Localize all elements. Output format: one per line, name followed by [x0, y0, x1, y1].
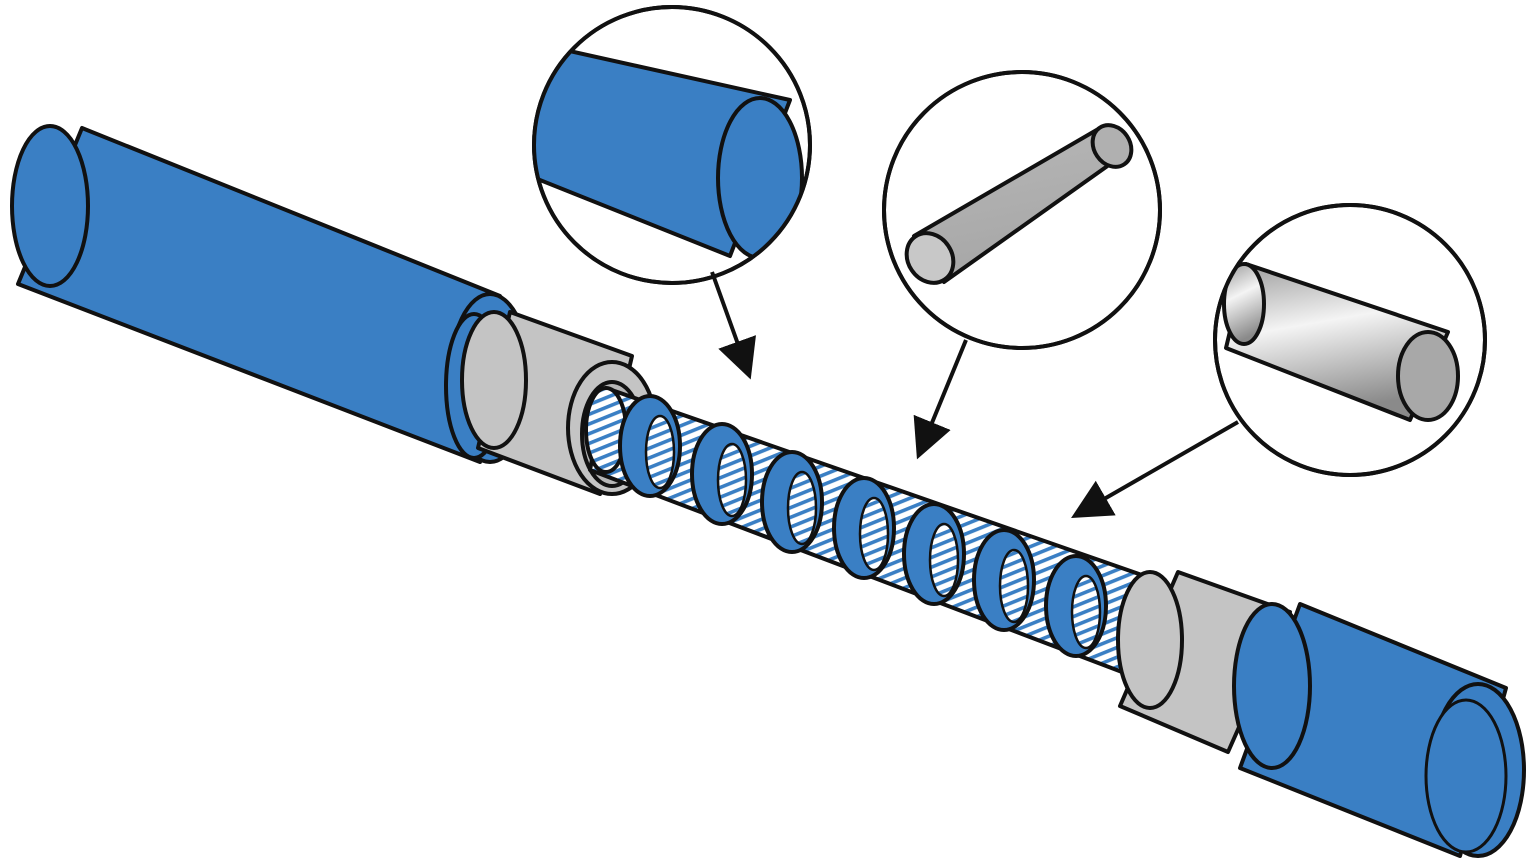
wrap-ring: [832, 476, 896, 580]
metal-rod-near-end: [1396, 330, 1460, 422]
right-outer-jacket: [1232, 602, 1526, 858]
callout-gray-rod-detail: [882, 70, 1162, 460]
gray-rod-near-end: [904, 231, 956, 285]
jacket-detail-end: [716, 96, 804, 260]
wrap-ring: [760, 450, 824, 554]
wrap-ring: [1044, 554, 1108, 658]
gray-rod-arrow: [913, 339, 968, 460]
metal-rod-far-end: [1222, 262, 1266, 346]
cable: [10, 124, 1526, 858]
wrap-rings: [618, 394, 1108, 658]
jacket-detail-arrow: [710, 271, 756, 380]
metal-rod-arrow: [1071, 420, 1239, 518]
callout-jacket-detail: [532, 5, 812, 380]
wrap-ring: [690, 422, 754, 526]
left-outer-jacket: [10, 124, 532, 464]
wrap-ring: [902, 502, 966, 606]
wrap-ring: [618, 394, 682, 498]
callout-metal-rod-detail: [1071, 203, 1487, 518]
wrap-ring: [972, 528, 1036, 632]
gray-rod-far-end: [1090, 123, 1134, 169]
